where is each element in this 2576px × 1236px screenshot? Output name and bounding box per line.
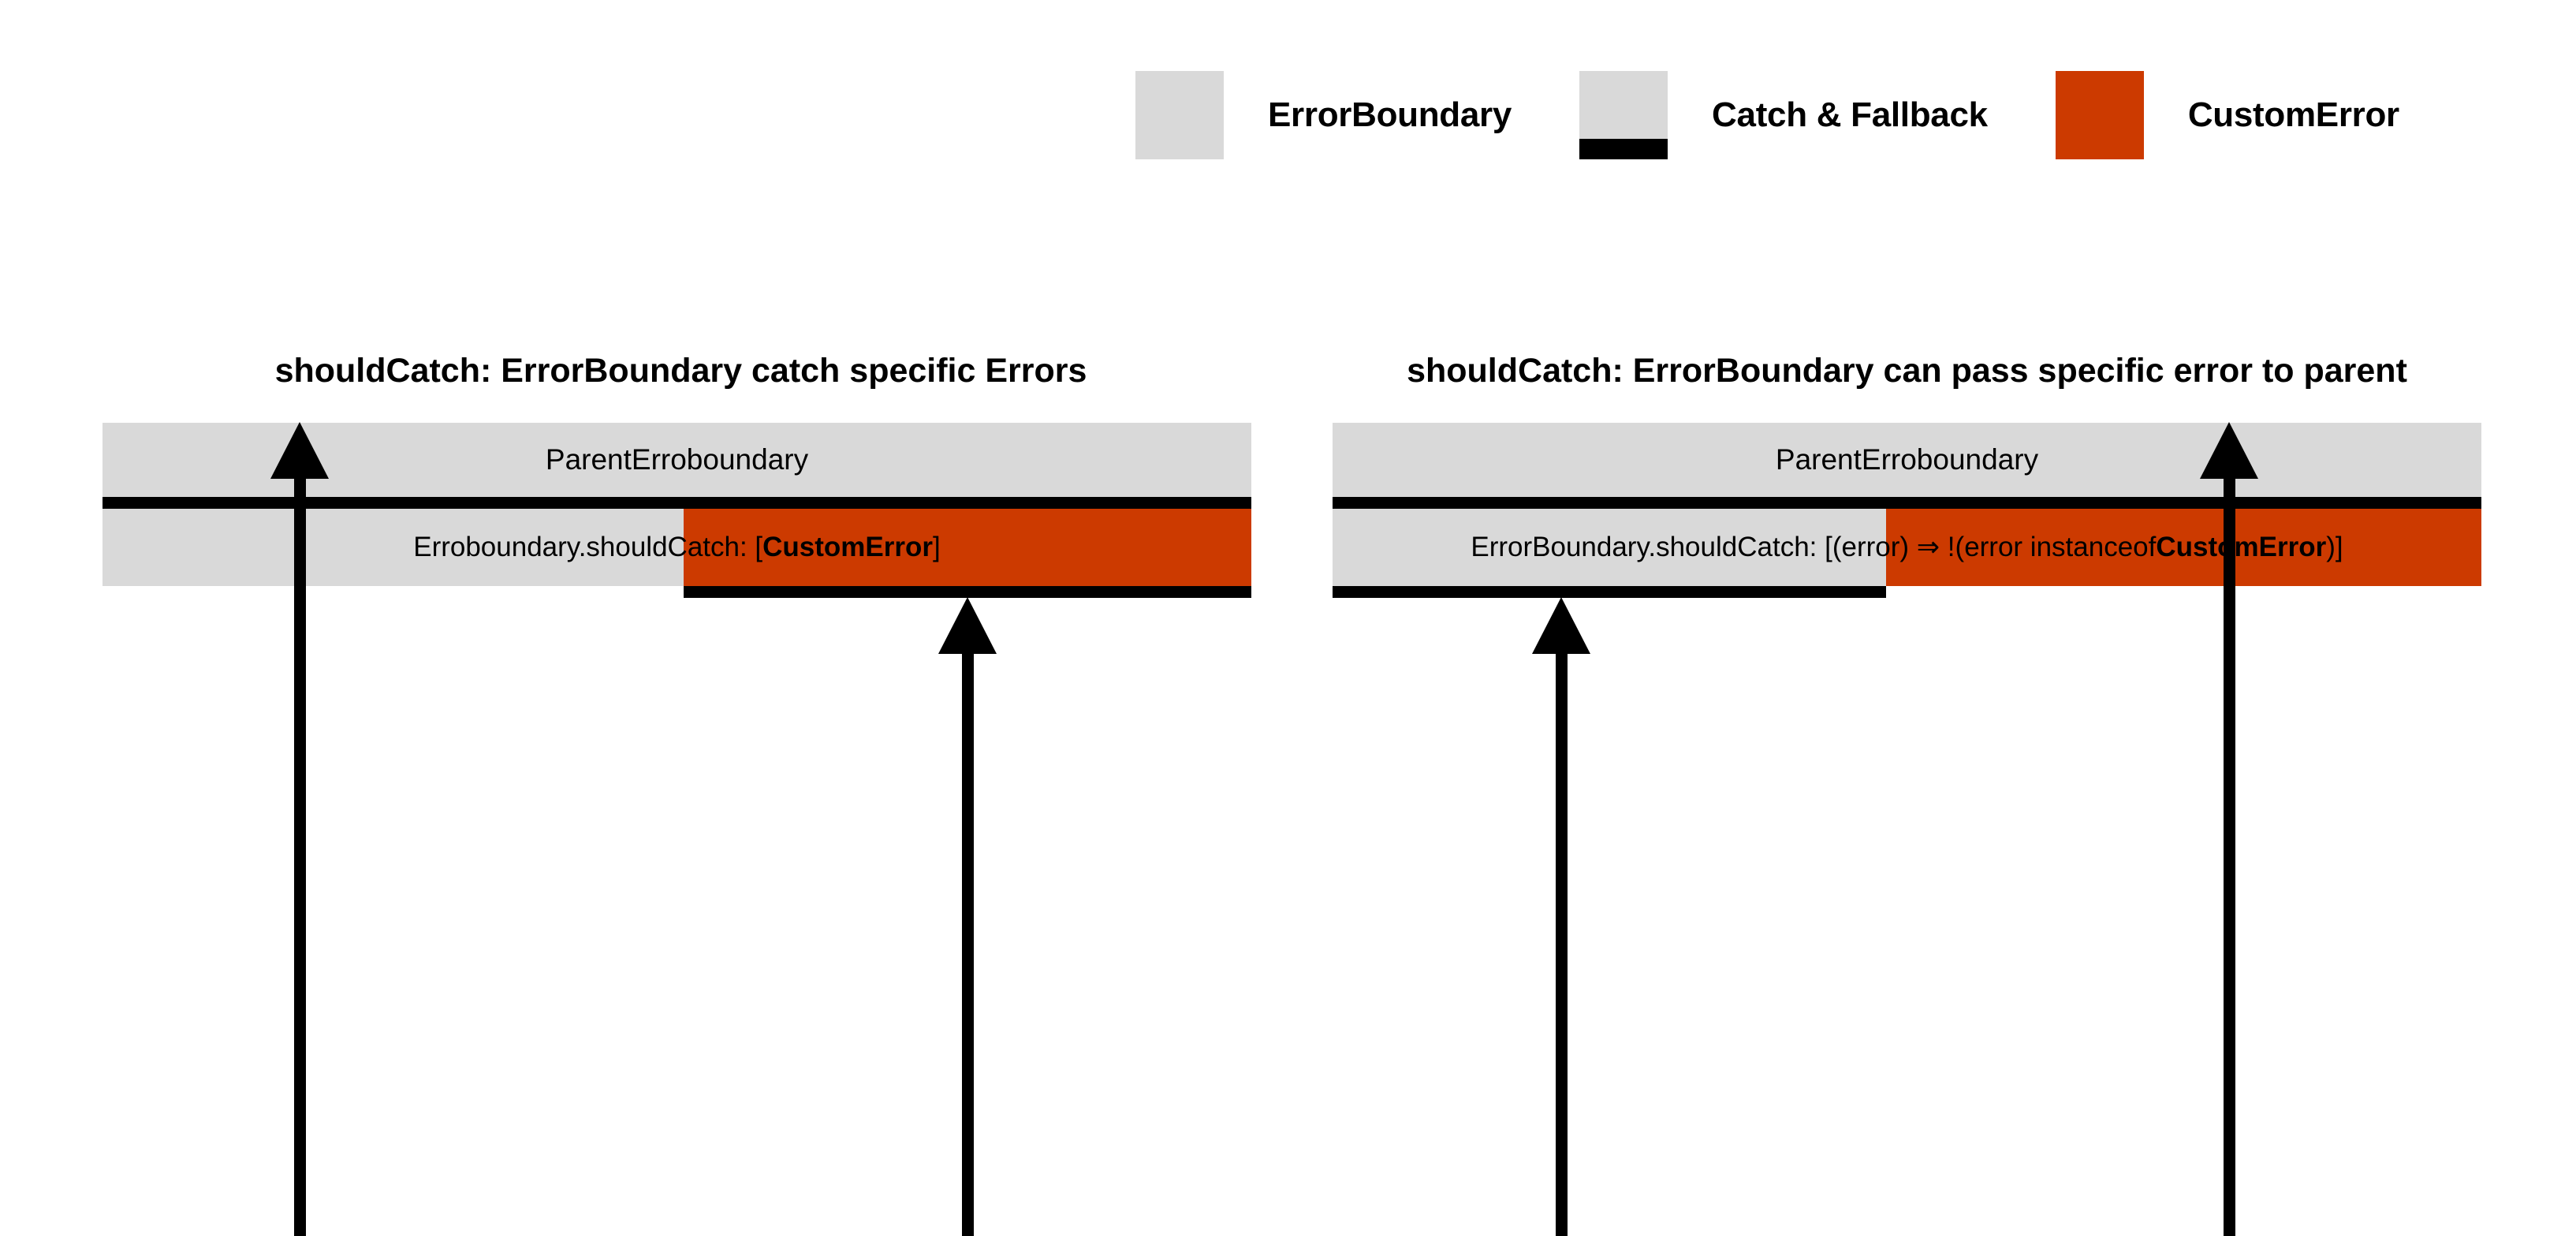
child-region-gray-right <box>1333 509 1887 586</box>
legend-label-errorboundary: ErrorBoundary <box>1268 95 1512 134</box>
child-catch-bar-right <box>1333 586 2481 598</box>
legend-label-customerror: CustomError <box>2187 95 2399 134</box>
customerror-swatch-icon <box>2055 71 2144 159</box>
boundary-box-left: ParentErroboundary Erroboundary.shouldCa… <box>103 423 1251 598</box>
child-region-orange-right <box>1886 509 2481 586</box>
arrow-case1-right-shaft <box>1555 654 1568 1236</box>
arrow-case2-left <box>938 597 997 1236</box>
catch-fallback-swatch-icon <box>1579 71 1668 159</box>
child-catch-bar-left-gap <box>103 586 684 598</box>
parent-boundary-label-right: ParentErroboundary <box>1775 443 2039 476</box>
arrow-case2-left-head <box>938 597 997 654</box>
panel-title-left: shouldCatch: ErrorBoundary catch specifi… <box>274 352 1087 390</box>
child-catch-bar-right-fill <box>1333 586 1887 598</box>
legend-label-catch-fallback: Catch & Fallback <box>1712 95 1988 134</box>
child-region-gray-left <box>103 509 684 586</box>
parent-boundary-label-left: ParentErroboundary <box>545 443 809 476</box>
legend-item-errorboundary: ErrorBoundary <box>1135 71 1512 159</box>
parent-catch-bar-left <box>103 497 1251 509</box>
child-catch-bar-left-fill <box>684 586 1251 598</box>
arrow-case1-right-head <box>1532 597 1590 654</box>
parent-catch-bar-right <box>1333 497 2481 509</box>
panel-title-right: shouldCatch: ErrorBoundary can pass spec… <box>1407 352 2407 390</box>
child-region-orange-left <box>684 509 1251 586</box>
legend: ErrorBoundary Catch & Fallback CustomErr… <box>1135 71 2399 159</box>
child-boundary-region-left: Erroboundary.shouldCatch: [CustomError] <box>103 509 1251 586</box>
panel-pass-error-to-parent: shouldCatch: ErrorBoundary can pass spec… <box>1333 347 2481 1236</box>
child-catch-bar-right-gap <box>1886 586 2481 598</box>
parent-boundary-region-right: ParentErroboundary <box>1333 423 2481 497</box>
child-boundary-region-right: ErrorBoundary.shouldCatch: [(error) ⇒ !(… <box>1333 509 2481 586</box>
arrow-case2-left-shaft <box>961 654 974 1236</box>
child-catch-bar-left <box>103 586 1251 598</box>
legend-item-customerror: CustomError <box>2055 71 2399 159</box>
errorboundary-swatch-icon <box>1135 71 1224 159</box>
parent-boundary-region-left: ParentErroboundary <box>103 423 1251 497</box>
legend-item-catch-fallback: Catch & Fallback <box>1579 71 1988 159</box>
boundary-box-right: ParentErroboundary ErrorBoundary.shouldC… <box>1333 423 2481 598</box>
arrow-case1-right <box>1532 597 1590 1236</box>
panel-catch-specific-errors: shouldCatch: ErrorBoundary catch specifi… <box>103 347 1251 1236</box>
